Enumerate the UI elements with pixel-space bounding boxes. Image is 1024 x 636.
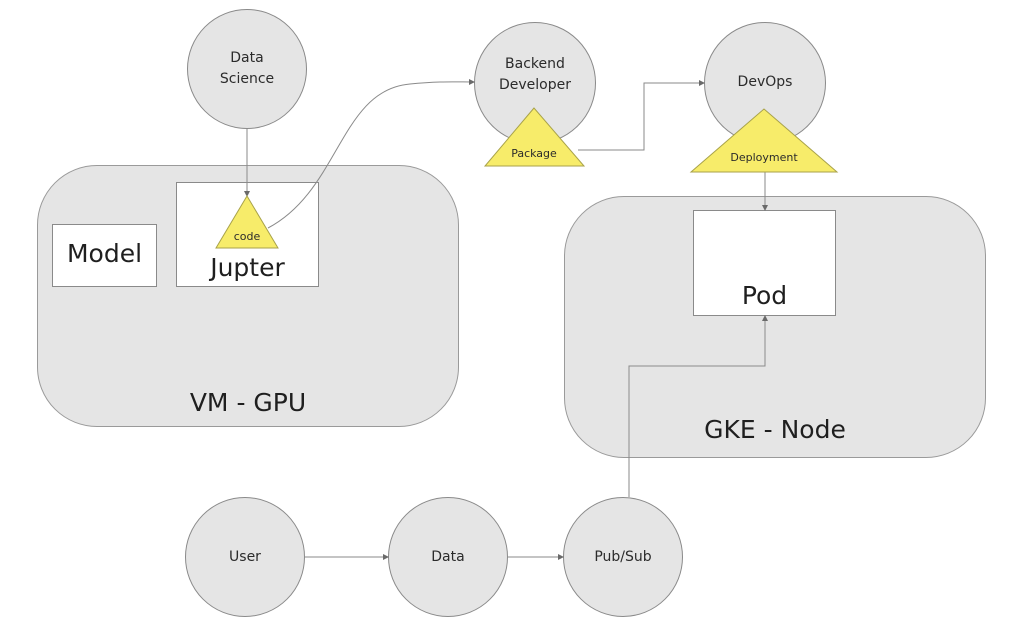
pod-label: Pod [741,281,788,310]
artifact-code-label: code [234,230,261,243]
vm-gpu-label: VM - GPU [189,388,307,417]
gke-node-label: GKE - Node [704,415,846,444]
artifact-deployment-label: Deployment [730,151,798,164]
pod-box[interactable]: Pod [693,210,836,316]
artifact-package-label: Package [511,147,557,160]
artifact-code[interactable]: code [215,195,279,249]
connector-package-devops [578,80,705,151]
model-box[interactable]: Model [52,224,157,287]
actor-backend-developer-label: Backend Developer [498,56,571,93]
actor-user[interactable]: User [185,497,305,617]
actor-data-label: Data [431,548,465,565]
actor-pubsub[interactable]: Pub/Sub [563,497,683,617]
connector-code-backend [267,78,475,229]
model-label: Model [66,239,143,268]
actor-devops-label: DevOps [737,73,793,90]
artifact-package[interactable]: Package [483,107,586,167]
actor-data-science[interactable]: Data Science [187,9,307,129]
artifact-deployment[interactable]: Deployment [689,108,839,173]
connector-pubsub-pod [628,315,768,497]
actor-user-label: User [229,548,261,565]
actor-pubsub-label: Pub/Sub [594,548,652,565]
actor-data-science-label: Data Science [219,50,275,87]
jupter-label: Jupter [210,253,285,282]
